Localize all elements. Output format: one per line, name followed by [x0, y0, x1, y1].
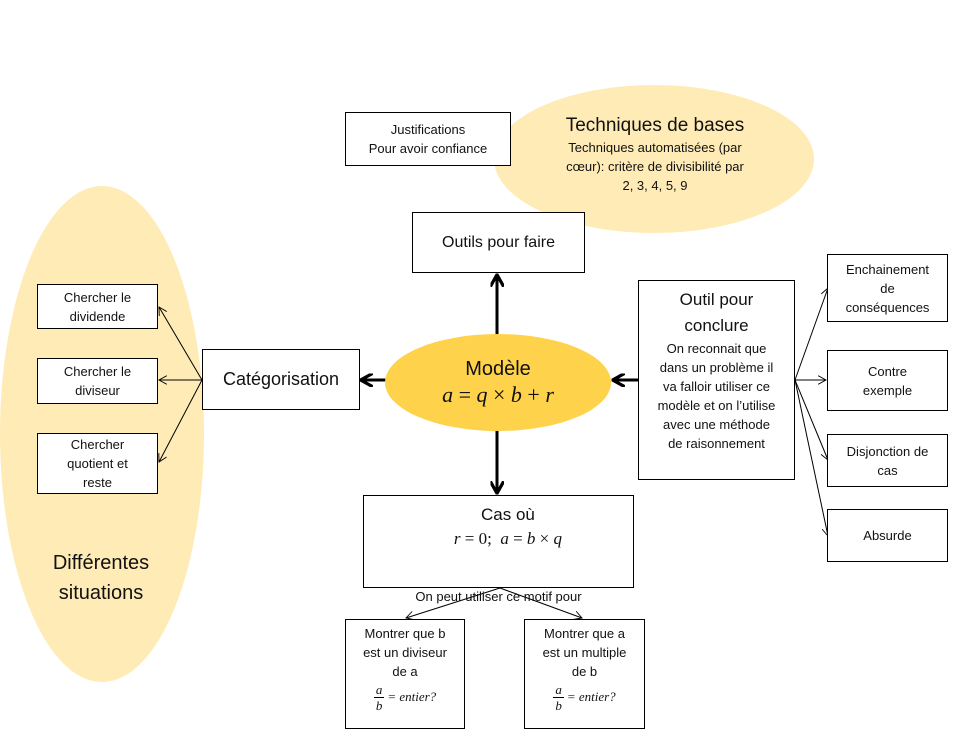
cas-r0-formula: Cas où r = 0; a = b × q: [453, 505, 563, 548]
situation-dividende-box: Chercher le dividende: [37, 284, 158, 329]
method-disjonction-box: Disjonction de cas: [827, 434, 948, 487]
arrow-to-multiple: [499, 587, 582, 618]
model-title: Modèle: [465, 357, 531, 380]
method-absurde-box: Absurde: [827, 509, 948, 562]
situations-title: Différentes situations: [52, 552, 150, 604]
arrow-to-disjonction: [794, 379, 828, 460]
techniques-title: Techniques de bases: [565, 115, 745, 136]
categorisation-box: Catégorisation: [202, 349, 360, 410]
method-enchainement-box: Enchainement de conséquences: [827, 254, 948, 322]
arrow-cat-to-dividende: [159, 307, 203, 381]
situation-diviseur-box: Chercher le diviseur: [37, 358, 158, 404]
model-formula: a = q × b + r: [442, 381, 554, 407]
model-ellipse: Modèle a = q × b + r: [385, 334, 611, 431]
arrow-to-diviseur: [406, 587, 501, 618]
outils-pour-faire-box: Outils pour faire: [412, 212, 585, 273]
techniques-ellipse: [494, 85, 814, 233]
justifications-box: Justifications Pour avoir confiance: [345, 112, 511, 166]
arrow-cat-to-quotient: [159, 379, 203, 462]
cas-r0-subtitle: On peut utiliser ce motif pour: [415, 589, 582, 604]
cas-r0-box: Cas où r = 0; a = b × q On peut utiliser…: [363, 495, 634, 604]
method-contre-exemple-box: Contre exemple: [827, 350, 948, 411]
situation-quotient-box: Chercher quotient et reste: [37, 433, 158, 494]
techniques-text: Techniques de bases Techniques automatis…: [520, 114, 790, 195]
arrow-to-absurde: [794, 379, 828, 536]
outil-conclure-box: Outil pour conclure On reconnait que dan…: [638, 280, 795, 480]
arrow-to-enchainement: [794, 288, 828, 381]
